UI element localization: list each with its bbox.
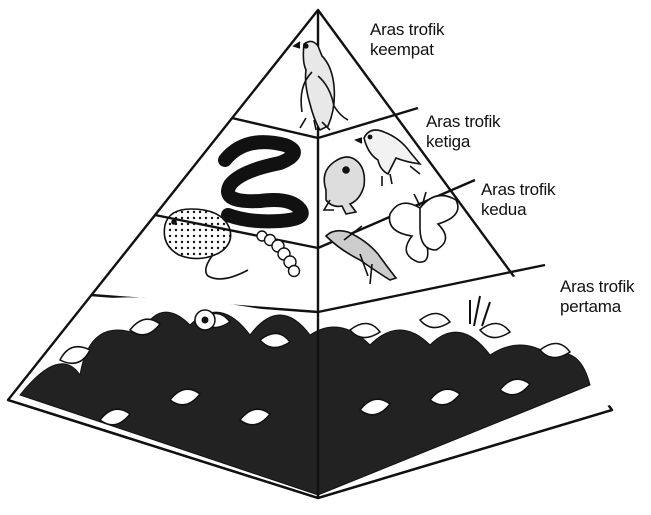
- label-trophic-level-3: Aras trofik ketiga: [426, 112, 500, 152]
- snake-icon: [224, 142, 302, 221]
- label-trophic-level-4: Aras trofik keempat: [370, 20, 444, 60]
- eagle-icon: [294, 41, 348, 130]
- label-line: Aras trofik: [370, 20, 444, 40]
- label-line: pertama: [560, 297, 634, 317]
- caterpillar-icon: [257, 231, 300, 277]
- plants-icon: [12, 270, 610, 495]
- label-line: ketiga: [426, 132, 500, 152]
- label-line: Aras trofik: [426, 112, 500, 132]
- label-trophic-level-1: Aras trofik pertama: [560, 277, 634, 317]
- label-line: kedua: [481, 200, 555, 220]
- bird-icon: [356, 130, 420, 186]
- label-line: Aras trofik: [560, 277, 634, 297]
- grasshopper-icon: [326, 226, 396, 284]
- label-line: Aras trofik: [481, 180, 555, 200]
- label-trophic-level-2: Aras trofik kedua: [481, 180, 555, 220]
- butterfly-icon: [389, 192, 457, 262]
- label-line: keempat: [370, 40, 444, 60]
- frog-icon: [324, 157, 364, 214]
